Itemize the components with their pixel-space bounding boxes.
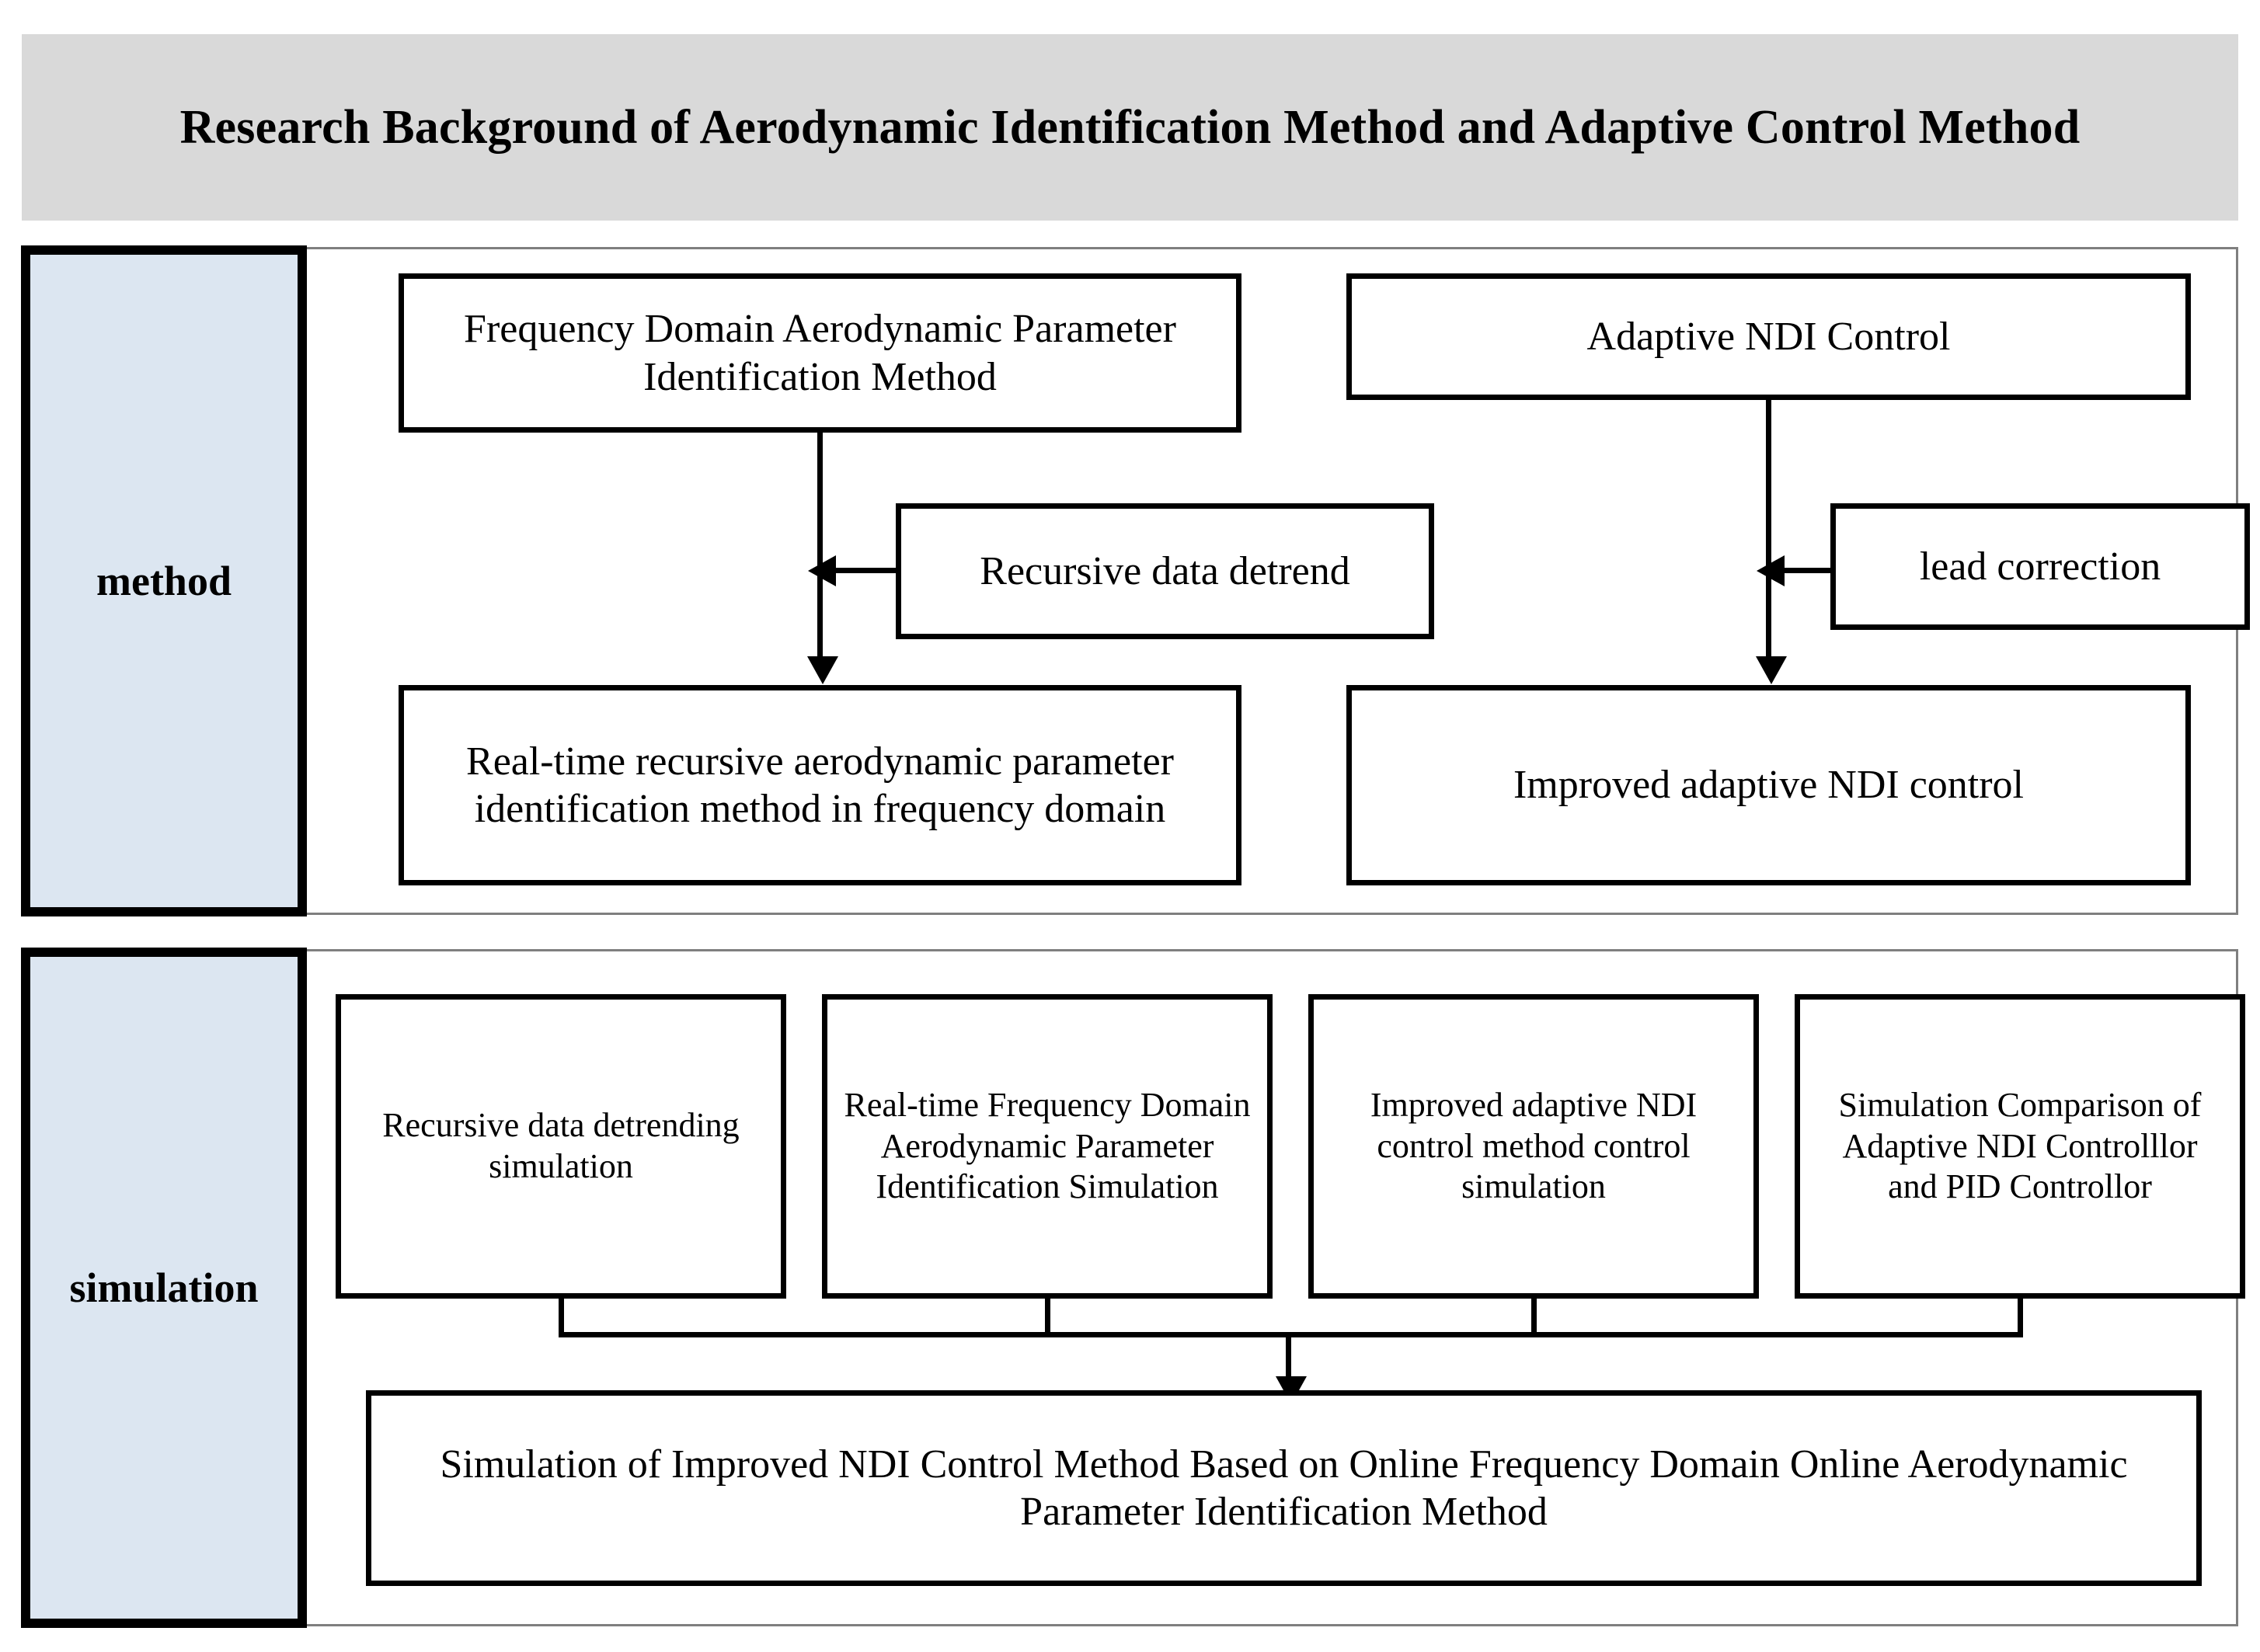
box-realtime-frequency-domain-identification-simulation-text: Real-time Frequency Domain Aerodynamic P… [844,1085,1251,1206]
box-recursive-data-detrending-simulation[interactable]: Recursive data detrending simulation [336,994,786,1299]
connector-sim3-stub [1531,1299,1537,1337]
box-improved-adaptive-ndi-control[interactable]: Improved adaptive NDI control [1346,685,2191,885]
connector-sim4-stub [2018,1299,2023,1337]
box-adaptive-ndi-control[interactable]: Adaptive NDI Control [1346,273,2191,400]
box-realtime-recursive-identification[interactable]: Real-time recursive aerodynamic paramete… [399,685,1241,885]
connector-detrend-arrowhead [808,555,836,586]
header-banner: Research Background of Aerodynamic Ident… [22,34,2238,221]
box-lead-correction[interactable]: lead correction [1830,503,2250,630]
connector-lead-correction-arrowhead [1757,555,1785,586]
connector-lead-correction-line [1780,568,1834,573]
connector-frequency-to-realtime-line [817,433,823,658]
connector-simulation-drop-line [1286,1332,1291,1380]
connector-sim1-stub [559,1299,564,1337]
box-improved-adaptive-ndi-control-simulation-text: Improved adaptive NDI control method con… [1370,1085,1698,1206]
box-simulation-comparison-ndi-pid-text: Simulation Comparison of Adaptive NDI Co… [1838,1085,2202,1206]
method-section-label: method [21,245,307,916]
connector-adaptive-to-improved-line [1766,400,1771,658]
connector-adaptive-to-improved-arrowhead [1756,656,1787,684]
box-simulation-improved-ndi-final[interactable]: Simulation of Improved NDI Control Metho… [366,1390,2202,1586]
box-recursive-data-detrend[interactable]: Recursive data detrend [896,503,1434,639]
simulation-section-label: simulation [21,948,307,1628]
page-title: Research Background of Aerodynamic Ident… [179,100,2081,154]
box-simulation-comparison-ndi-pid[interactable]: Simulation Comparison of Adaptive NDI Co… [1795,994,2245,1299]
box-recursive-data-detrend-text: Recursive data detrend [980,548,1350,593]
box-lead-correction-text: lead correction [1919,544,2161,589]
box-adaptive-ndi-control-text: Adaptive NDI Control [1586,314,1951,359]
box-simulation-improved-ndi-final-text: Simulation of Improved NDI Control Metho… [440,1442,2128,1534]
box-realtime-recursive-identification-text: Real-time recursive aerodynamic paramete… [466,739,1174,831]
box-realtime-frequency-domain-identification-simulation[interactable]: Real-time Frequency Domain Aerodynamic P… [822,994,1273,1299]
connector-sim2-stub [1045,1299,1050,1337]
box-recursive-data-detrending-simulation-text: Recursive data detrending simulation [382,1106,740,1185]
simulation-label-text: simulation [69,1264,259,1311]
connector-frequency-to-realtime-arrowhead [807,656,838,684]
box-frequency-domain-identification-method-text: Frequency Domain Aerodynamic Parameter I… [464,307,1176,399]
connector-detrend-line [831,568,900,573]
box-improved-adaptive-ndi-control-text: Improved adaptive NDI control [1513,763,2024,808]
box-frequency-domain-identification-method[interactable]: Frequency Domain Aerodynamic Parameter I… [399,273,1241,433]
method-label-text: method [96,558,232,604]
box-improved-adaptive-ndi-control-simulation[interactable]: Improved adaptive NDI control method con… [1308,994,1759,1299]
